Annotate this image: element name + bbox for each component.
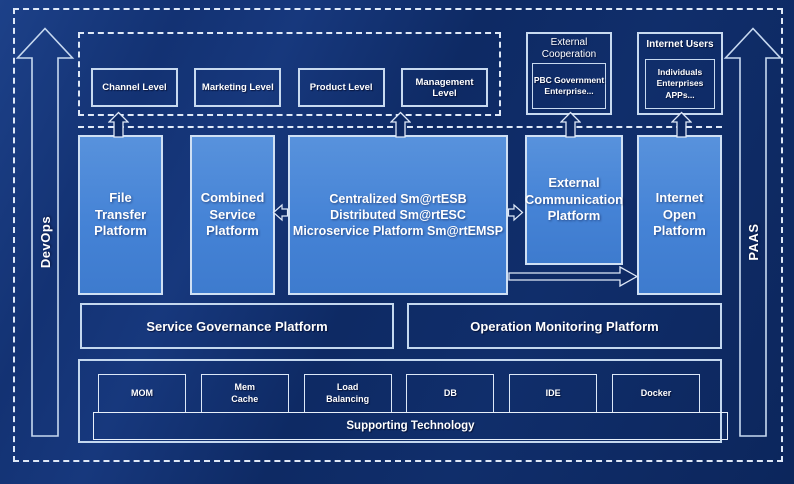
internet-users-title: Internet Users — [646, 39, 714, 50]
paas-up-arrow-icon — [723, 27, 783, 437]
tech-box-ide: IDE — [509, 374, 598, 413]
level-box-management: Management Level — [400, 68, 488, 107]
level-box-product: Product Level — [297, 68, 385, 107]
up-arrow-icon — [671, 111, 692, 138]
service-governance-platform: Service Governance Platform — [80, 303, 394, 349]
outer-dashed-frame — [13, 8, 783, 462]
long-right-arrow-icon — [508, 265, 639, 288]
devops-up-arrow-icon — [15, 27, 75, 437]
tech-box-db: DB — [406, 374, 495, 413]
level-box-channel: Channel Level — [91, 68, 178, 107]
up-arrow-icon — [560, 111, 581, 138]
left-arrow-icon — [272, 203, 289, 222]
up-arrow-icon — [108, 111, 129, 138]
tech-box-mom: MOM — [98, 374, 186, 413]
tech-box-docker: Docker — [611, 374, 700, 413]
devops-label: DevOps — [37, 215, 53, 269]
levels-band: Channel Level Marketing Level Product Le… — [78, 32, 501, 116]
operation-monitoring-platform: Operation Monitoring Platform — [407, 303, 722, 349]
level-box-marketing: Marketing Level — [194, 68, 282, 107]
paas-label: PAAS — [745, 223, 761, 261]
right-arrow-icon — [507, 203, 524, 222]
up-arrow-icon — [390, 111, 411, 138]
supporting-technology-bar: Supporting Technology — [93, 412, 728, 440]
